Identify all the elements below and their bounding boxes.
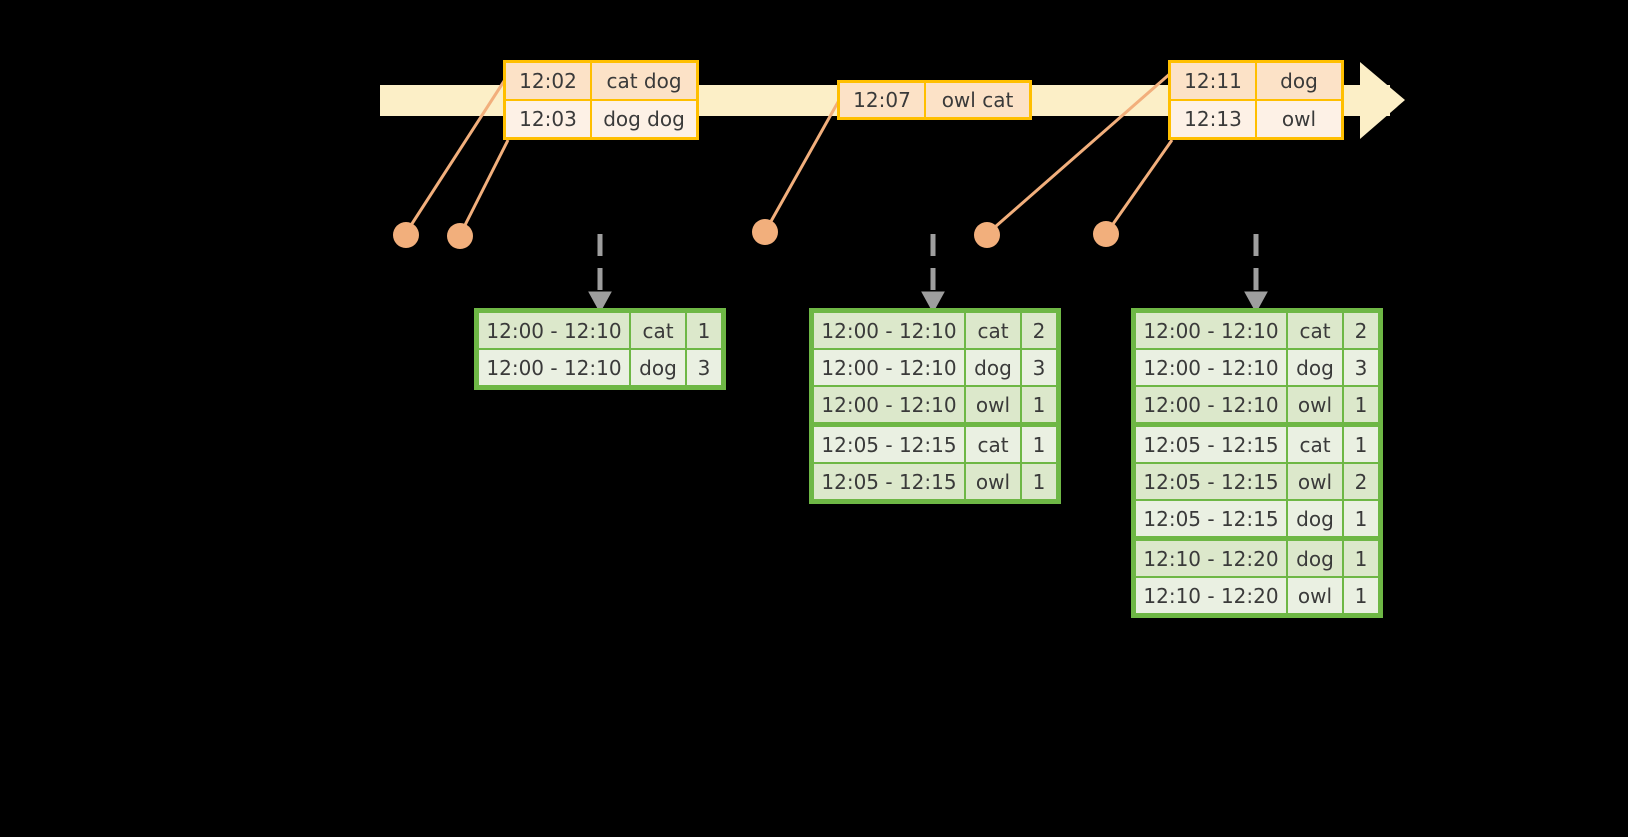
- event-dots: [393, 219, 1119, 249]
- word-cell: dog: [1288, 541, 1342, 576]
- event-time: 12:13: [1171, 101, 1257, 137]
- event-group-1[interactable]: 12:02 cat dog 12:03 dog dog: [503, 60, 699, 140]
- event-words: owl cat: [926, 83, 1029, 117]
- count-cell: 2: [1344, 313, 1378, 348]
- event-dot: [393, 222, 419, 248]
- window-cell: 12:00 - 12:10: [479, 350, 629, 385]
- word-cell: cat: [1288, 427, 1342, 462]
- count-cell: 3: [687, 350, 721, 385]
- window-cell: 12:05 - 12:15: [1136, 501, 1286, 536]
- word-cell: owl: [1288, 387, 1342, 422]
- event-row[interactable]: 12:02 cat dog: [506, 63, 696, 99]
- window-cell: 12:05 - 12:15: [1136, 464, 1286, 499]
- window-cell: 12:00 - 12:10: [814, 313, 964, 348]
- word-cell: dog: [966, 350, 1020, 385]
- event-words: cat dog: [592, 63, 696, 99]
- window-cell: 12:00 - 12:10: [1136, 313, 1286, 348]
- event-dot: [1093, 221, 1119, 247]
- event-row[interactable]: 12:07 owl cat: [840, 83, 1029, 117]
- word-cell: dog: [1288, 350, 1342, 385]
- word-cell: cat: [631, 313, 685, 348]
- event-words: owl: [1257, 101, 1341, 137]
- window-cell: 12:10 - 12:20: [1136, 578, 1286, 613]
- event-time: 12:07: [840, 83, 926, 117]
- event-group-3[interactable]: 12:11 dog 12:13 owl: [1168, 60, 1344, 140]
- count-cell: 3: [1344, 350, 1378, 385]
- word-cell: dog: [631, 350, 685, 385]
- event-row[interactable]: 12:11 dog: [1171, 63, 1341, 99]
- word-cell: owl: [1288, 578, 1342, 613]
- count-cell: 1: [1344, 427, 1378, 462]
- window-cell: 12:00 - 12:10: [479, 313, 629, 348]
- count-cell: 1: [1022, 464, 1056, 499]
- window-cell: 12:05 - 12:15: [1136, 427, 1286, 462]
- count-cell: 1: [1344, 387, 1378, 422]
- trigger-arrows: [588, 234, 1268, 314]
- count-cell: 1: [1344, 578, 1378, 613]
- window-cell: 12:10 - 12:20: [1136, 541, 1286, 576]
- trigger-arrow-3: [1244, 234, 1268, 314]
- count-cell: 1: [1022, 427, 1056, 462]
- event-time: 12:02: [506, 63, 592, 99]
- count-cell: 3: [1022, 350, 1056, 385]
- event-dot: [447, 223, 473, 249]
- count-cell: 1: [1022, 387, 1056, 422]
- event-dot: [752, 219, 778, 245]
- count-cell: 1: [1344, 541, 1378, 576]
- word-cell: owl: [1288, 464, 1342, 499]
- count-cell: 2: [1344, 464, 1378, 499]
- event-words: dog: [1257, 63, 1341, 99]
- event-row[interactable]: 12:13 owl: [1171, 99, 1341, 137]
- window-cell: 12:05 - 12:15: [814, 464, 964, 499]
- event-words: dog dog: [592, 101, 696, 137]
- event-group-2[interactable]: 12:07 owl cat: [837, 80, 1032, 120]
- event-time: 12:03: [506, 101, 592, 137]
- window-cell: 12:05 - 12:15: [814, 427, 964, 462]
- word-cell: cat: [1288, 313, 1342, 348]
- window-cell: 12:00 - 12:10: [1136, 350, 1286, 385]
- word-cell: cat: [966, 427, 1020, 462]
- word-cell: owl: [966, 464, 1020, 499]
- count-cell: 2: [1022, 313, 1056, 348]
- window-cell: 12:00 - 12:10: [814, 350, 964, 385]
- count-cell: 1: [687, 313, 721, 348]
- count-cell: 1: [1344, 501, 1378, 536]
- trigger-arrow-2: [921, 234, 945, 314]
- word-cell: dog: [1288, 501, 1342, 536]
- window-cell: 12:00 - 12:10: [814, 387, 964, 422]
- event-time: 12:11: [1171, 63, 1257, 99]
- trigger-arrow-1: [588, 234, 612, 314]
- window-cell: 12:00 - 12:10: [1136, 387, 1286, 422]
- word-cell: owl: [966, 387, 1020, 422]
- event-dot: [974, 222, 1000, 248]
- word-cell: cat: [966, 313, 1020, 348]
- event-row[interactable]: 12:03 dog dog: [506, 99, 696, 137]
